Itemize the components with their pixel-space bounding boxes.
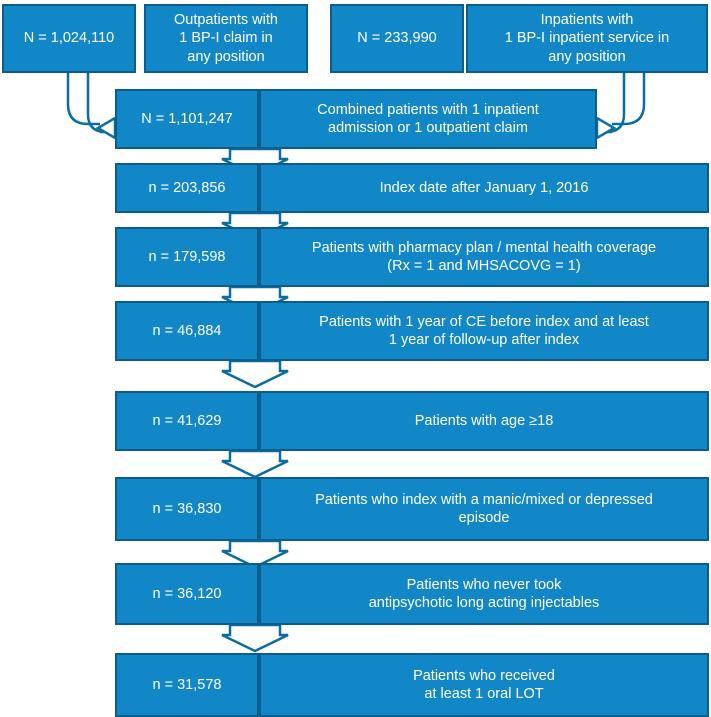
outpatient-count-box: N = 1,024,110 xyxy=(2,4,136,73)
lot-count-box: n = 31,578 xyxy=(115,653,259,717)
combined-desc-box: Combined patients with 1 inpatient admis… xyxy=(259,89,597,149)
combined-count-box: N = 1,101,247 xyxy=(115,89,259,149)
episode-desc-box: Patients who index with a manic/mixed or… xyxy=(259,477,709,541)
episode-count-box: n = 36,830 xyxy=(115,477,259,541)
lai-count-box: n = 36,120 xyxy=(115,563,259,625)
ce-desc-box: Patients with 1 year of CE before index … xyxy=(259,301,709,361)
episode-count-label: n = 36,830 xyxy=(152,500,222,517)
index-date-count-label: n = 203,856 xyxy=(148,179,226,196)
pharmacy-count-label: n = 179,598 xyxy=(148,248,226,265)
inpatient-desc-label: Inpatients with 1 BP-I inpatient service… xyxy=(504,12,670,65)
index-date-count-box: n = 203,856 xyxy=(115,163,259,213)
ce-count-box: n = 46,884 xyxy=(115,301,259,361)
outpatient-count-label: N = 1,024,110 xyxy=(23,30,115,47)
lot-desc-label: Patients who received at least 1 oral LO… xyxy=(413,667,555,702)
pharmacy-count-box: n = 179,598 xyxy=(115,227,259,287)
age-count-box: n = 41,629 xyxy=(115,391,259,451)
episode-desc-label: Patients who index with a manic/mixed or… xyxy=(315,491,653,526)
outpatient-desc-label: Outpatients with 1 BP-I claim in any pos… xyxy=(174,12,278,65)
outpatient-desc-box: Outpatients with 1 BP-I claim in any pos… xyxy=(144,4,308,73)
inpatient-count-box: N = 233,990 xyxy=(330,4,464,73)
ce-desc-label: Patients with 1 year of CE before index … xyxy=(319,313,649,348)
index-date-desc-box: Index date after January 1, 2016 xyxy=(259,163,709,213)
inpatient-desc-box: Inpatients with 1 BP-I inpatient service… xyxy=(466,4,708,73)
index-date-desc-label: Index date after January 1, 2016 xyxy=(379,179,589,196)
combined-count-label: N = 1,101,247 xyxy=(141,110,233,127)
lai-desc-box: Patients who never took antipsychotic lo… xyxy=(259,563,709,625)
lot-desc-box: Patients who received at least 1 oral LO… xyxy=(259,653,709,717)
age-desc-label: Patients with age ≥18 xyxy=(414,412,554,429)
lai-count-label: n = 36,120 xyxy=(152,585,222,602)
ce-count-label: n = 46,884 xyxy=(152,322,222,339)
combined-desc-label: Combined patients with 1 inpatient admis… xyxy=(317,101,539,136)
age-count-label: n = 41,629 xyxy=(152,412,222,429)
inpatient-count-label: N = 233,990 xyxy=(357,30,437,47)
lai-desc-label: Patients who never took antipsychotic lo… xyxy=(368,576,600,611)
pharmacy-desc-label: Patients with pharmacy plan / mental hea… xyxy=(311,239,657,274)
lot-count-label: n = 31,578 xyxy=(152,676,222,693)
pharmacy-desc-box: Patients with pharmacy plan / mental hea… xyxy=(259,227,709,287)
age-desc-box: Patients with age ≥18 xyxy=(259,391,709,451)
